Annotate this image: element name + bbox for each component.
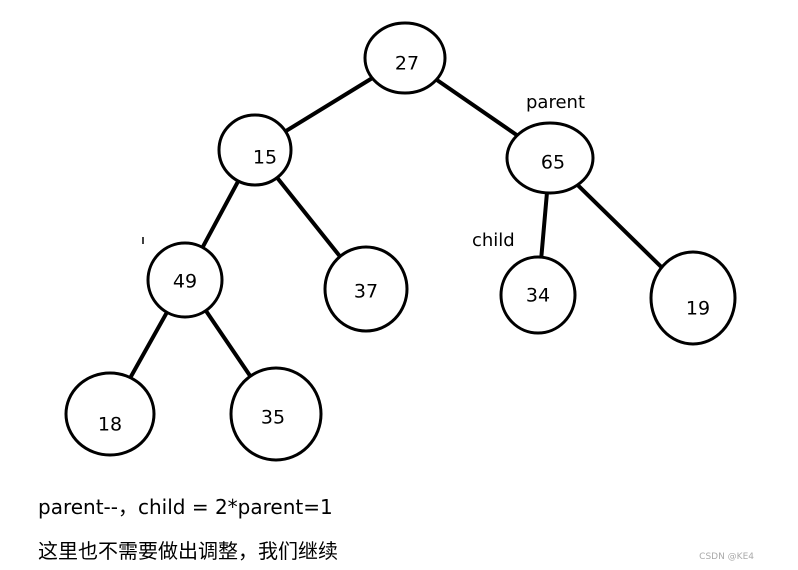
- node-value: 35: [261, 407, 285, 429]
- edge-n49-n35: [201, 305, 256, 384]
- tree-edges: [125, 73, 668, 385]
- edge-n15-n37: [272, 172, 346, 264]
- tree-node-18: 18: [64, 371, 156, 457]
- edge-n49-n18: [125, 306, 171, 385]
- node-value: 15: [253, 147, 277, 169]
- edge-n15-n49: [197, 175, 243, 255]
- tree-node-19: 19: [649, 250, 737, 346]
- edge-n27-n65: [431, 75, 525, 141]
- node-value: 49: [173, 271, 197, 293]
- parent-label: parent: [526, 92, 586, 113]
- node-value: 18: [98, 414, 122, 436]
- caption-line-2: 这里也不需要做出调整，我们继续: [38, 539, 338, 563]
- node-value: 27: [395, 53, 419, 75]
- node-value: 37: [354, 281, 378, 303]
- tree-nodes: 27 15 65 49 37 34 19 18 35: [64, 21, 737, 462]
- node-circle: [229, 366, 323, 462]
- edge-n27-n15: [278, 73, 378, 137]
- edge-n65-n34: [538, 186, 550, 266]
- node-circle: [499, 255, 577, 335]
- tree-node-34: 34: [499, 255, 577, 335]
- node-value: 19: [686, 298, 710, 320]
- tree-node-37: 37: [323, 245, 409, 333]
- node-circle: [505, 121, 595, 195]
- tree-node-49: 49: [146, 241, 224, 319]
- watermark: CSDN @KE4: [699, 552, 754, 562]
- node-circle: [64, 371, 156, 457]
- tree-node-35: 35: [229, 366, 323, 462]
- node-circle: [363, 21, 447, 95]
- tree-node-15: 15: [217, 113, 293, 187]
- node-value: 65: [541, 152, 565, 174]
- node-circle: [146, 241, 224, 319]
- node-circle: [649, 250, 737, 346]
- tree-node-65: 65: [505, 121, 595, 195]
- child-label: child: [472, 230, 515, 251]
- tree-node-27: 27: [363, 21, 447, 95]
- caption-line-1: parent--，child = 2*parent=1: [38, 495, 333, 519]
- edge-n65-n19: [572, 180, 668, 274]
- node-circle: [217, 113, 293, 187]
- node-circle: [323, 245, 409, 333]
- node-value: 34: [526, 285, 550, 307]
